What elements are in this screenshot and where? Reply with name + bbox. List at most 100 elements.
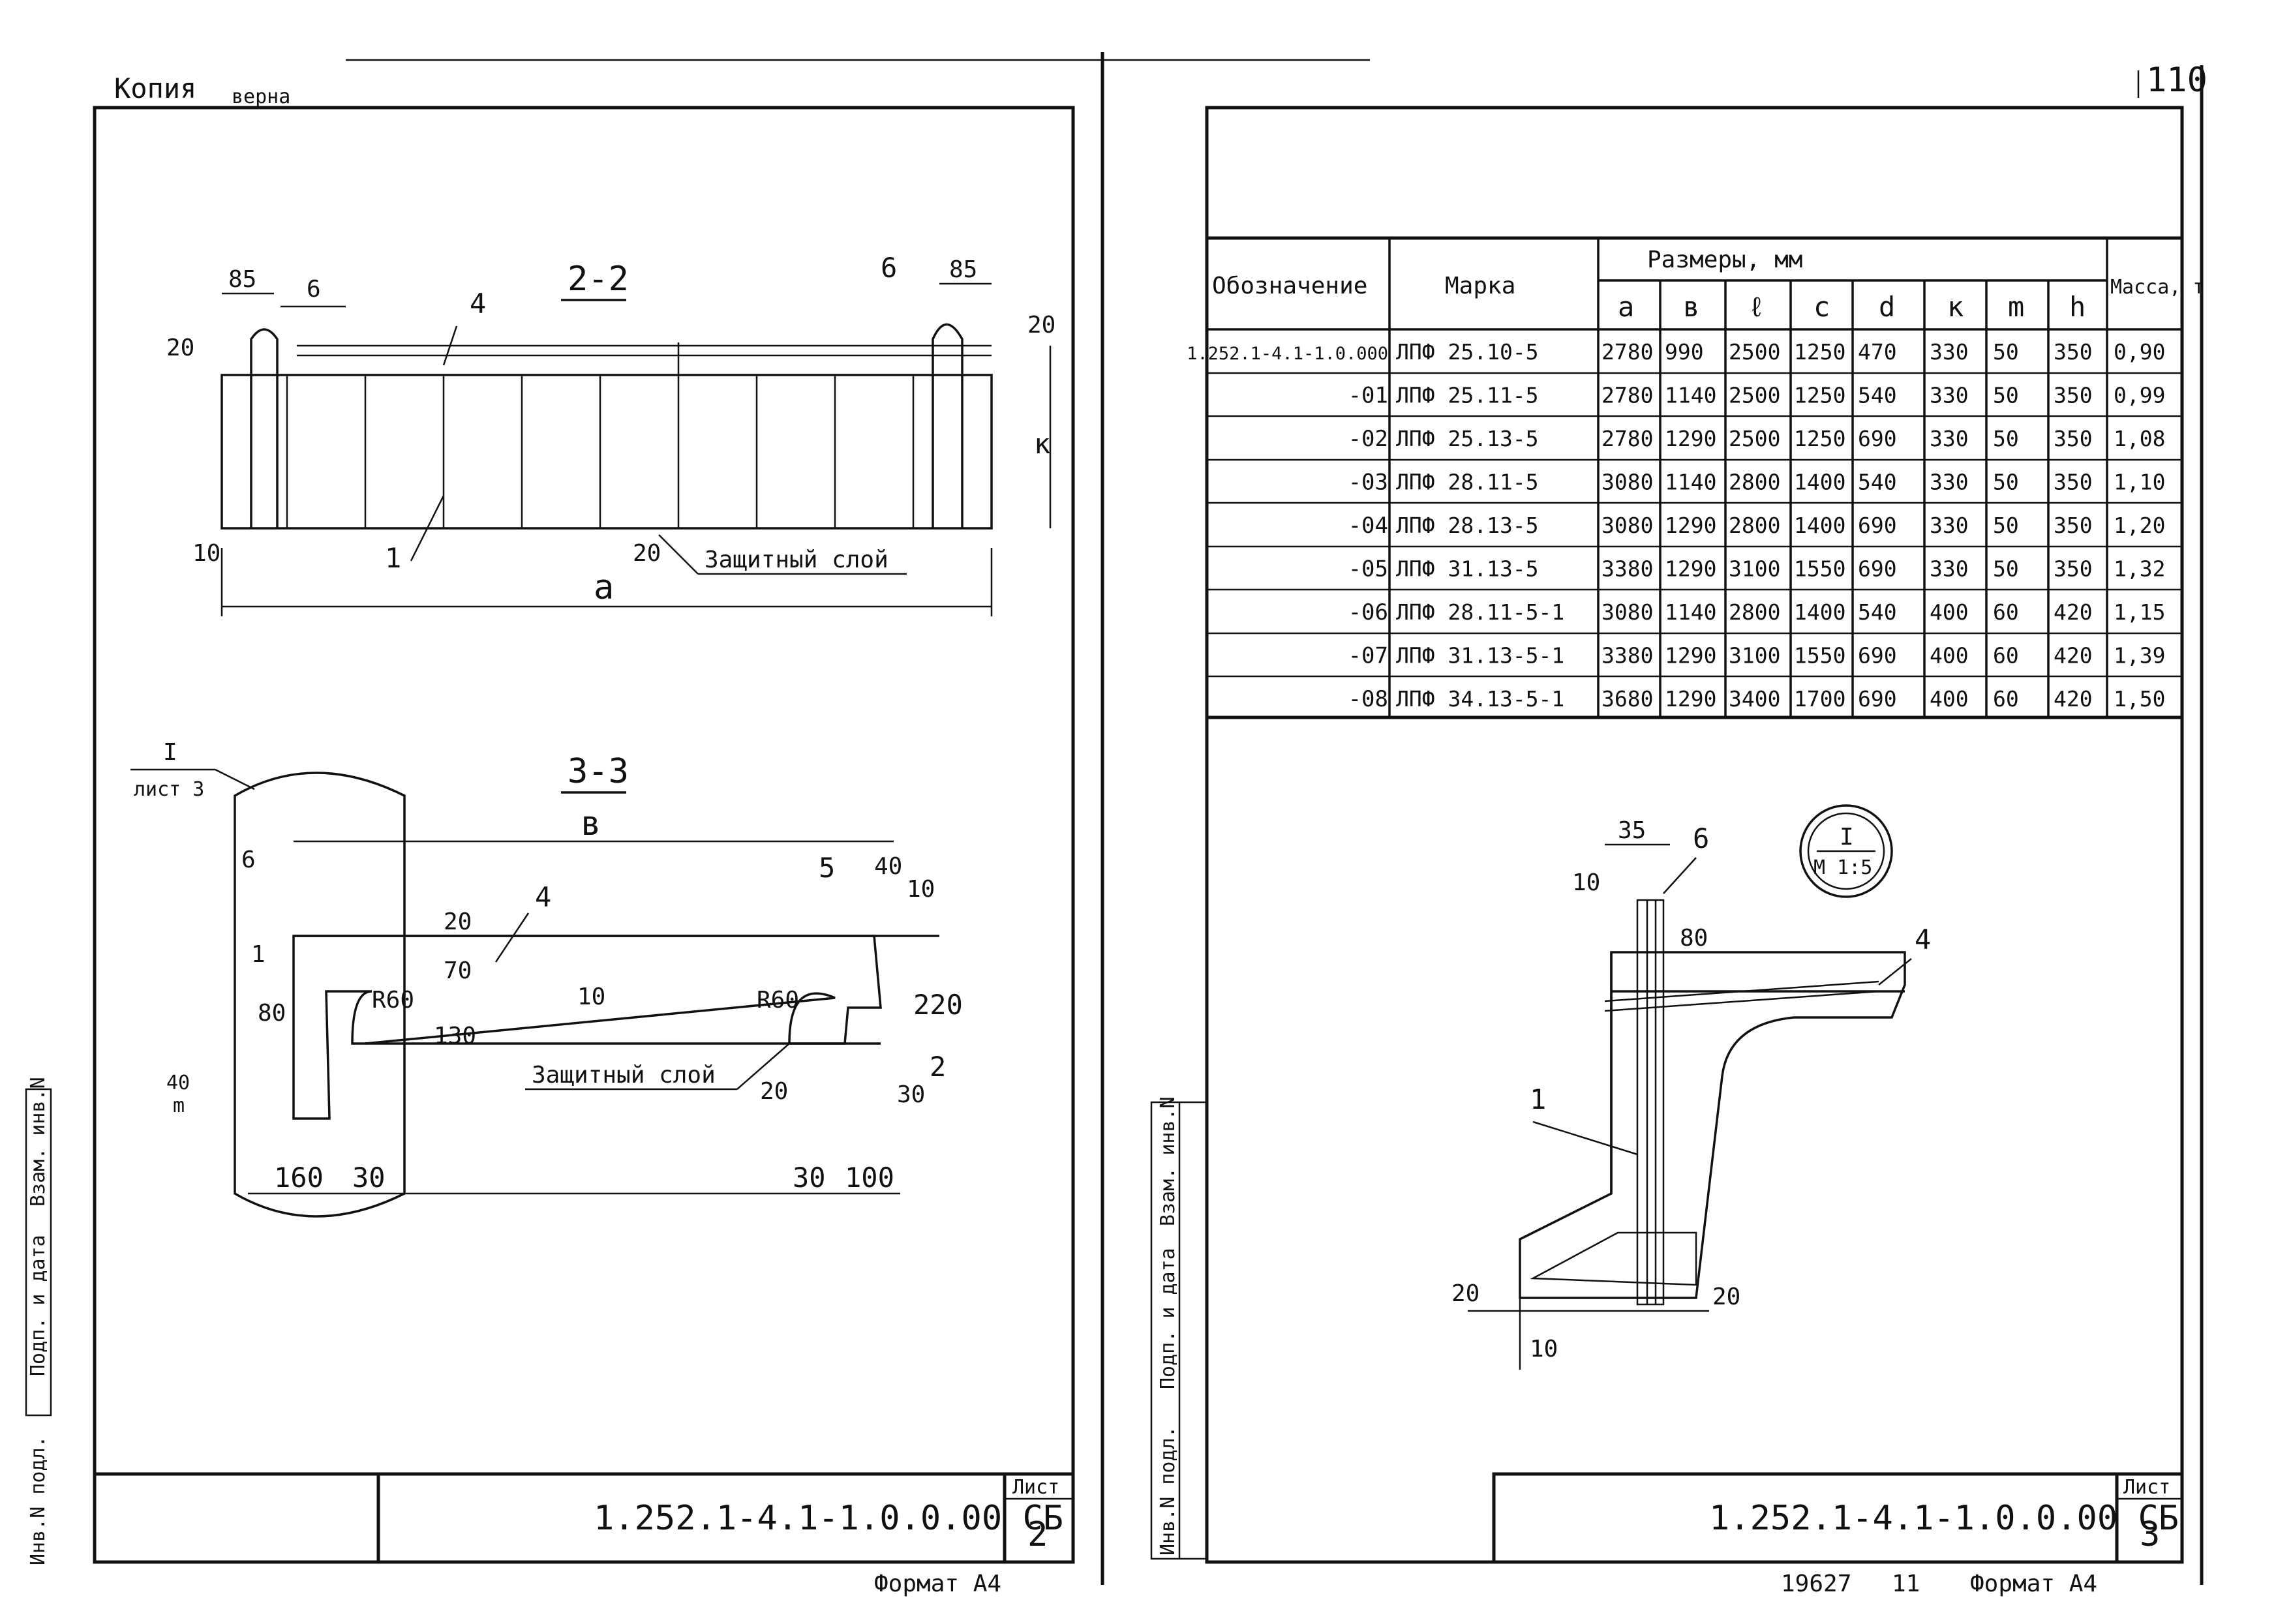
left-side-stamp-1: Взам. инв.N	[27, 1077, 50, 1207]
table-cell: 1,15	[2114, 599, 2165, 625]
detail-dim-20: 20	[1451, 1280, 1479, 1307]
dim-20: 20	[444, 909, 472, 935]
cover-label-3-3: Защитный слой	[532, 1062, 716, 1089]
table-cell: 1290	[1665, 426, 1716, 451]
radius-1: R60	[372, 987, 414, 1014]
table-cell: 330	[1930, 426, 1969, 451]
right-side-stamp-2: Подп. и дата	[1157, 1248, 1179, 1389]
table-cell: 50	[1993, 426, 2019, 451]
table-cell: 690	[1858, 686, 1897, 712]
table-cell-designation: -07	[1348, 643, 1388, 669]
table-cell-designation: -04	[1348, 513, 1388, 539]
table-cell: 3080	[1601, 599, 1653, 625]
table-cell: 1550	[1794, 556, 1845, 582]
profile-3-3	[292, 935, 882, 1120]
detail-callout-6: 6	[1693, 822, 1709, 854]
detail-dim-10: 10	[1572, 869, 1600, 896]
right-footer-num: 19627	[1781, 1571, 1851, 1597]
dim-a: а	[594, 568, 614, 607]
section-3-3: 3-3 I лист 3 в 40 10 20 70 130 220 10 80…	[130, 739, 963, 1218]
table-cell-mark: ЛПФ 31.13-5	[1396, 556, 1539, 582]
callout-6-left: 6	[307, 276, 321, 303]
table-cell-designation: -02	[1348, 426, 1388, 452]
table-cell: 400	[1930, 686, 1969, 712]
table-cell: 0,99	[2114, 383, 2165, 408]
dim-30c: 30	[897, 1081, 925, 1108]
detail-mark-circle	[1799, 804, 1893, 898]
table-frame	[1205, 236, 2184, 719]
dim-40b: 40	[166, 1072, 190, 1094]
table-cell: 50	[1993, 513, 2019, 538]
hdr-col-l: ℓ	[1748, 291, 1765, 323]
table-cell: 1290	[1665, 686, 1716, 712]
right-footer-num2: 11	[1892, 1571, 1920, 1597]
table-cell-mark: ЛПФ 28.13-5	[1396, 513, 1539, 538]
section-2-2-title: 2-2	[568, 260, 629, 299]
table-cell: 1,39	[2114, 643, 2165, 669]
right-side-stamp-3: Взам. инв.N	[1157, 1096, 1179, 1226]
table-cell: 1,32	[2114, 556, 2165, 582]
table-cell: 350	[2054, 556, 2093, 582]
table-cell: 50	[1993, 339, 2019, 365]
detail-slab	[1519, 951, 1906, 1299]
table-cell: 2800	[1729, 513, 1780, 538]
table-cell: 1,20	[2114, 513, 2165, 538]
detail-I: I М 1:5 35 10 80 20 20 10 6 4	[1451, 804, 1931, 1370]
table-cell: 400	[1930, 643, 1969, 669]
callout-4: 4	[535, 881, 551, 913]
section-2-2: 2-2 а	[166, 252, 1055, 616]
table-cell: 330	[1930, 556, 1969, 582]
table-cell: 1400	[1794, 599, 1845, 625]
hdr-col-b: в	[1683, 291, 1699, 323]
left-stamp-sheet-no: 2	[1027, 1515, 1048, 1554]
dim-160: 160	[274, 1162, 324, 1194]
left-sheet: 2-2 а	[25, 52, 1104, 1597]
left-side-stamp: Взам. инв.N Подп. и дата Инв.N подл.	[25, 1077, 52, 1565]
table-cell: 1140	[1665, 599, 1716, 625]
hdr-sizes: Размеры, мм	[1647, 247, 1802, 273]
table-cell-designation: -05	[1348, 556, 1388, 582]
table-cell: 1290	[1665, 513, 1716, 538]
detail-dim-20b: 20	[1712, 1284, 1740, 1310]
table-cell: 2800	[1729, 599, 1780, 625]
dim-10b: 10	[577, 984, 605, 1010]
right-sheet: Обозначение Марка Размеры, мм Масса, т a…	[1150, 65, 2205, 1597]
table-cell: 350	[2054, 513, 2093, 538]
right-stamp-sheet-no: 3	[2140, 1515, 2160, 1554]
table-cell: 690	[1858, 643, 1897, 669]
hdr-col-k: к	[1947, 291, 1964, 323]
dim-40: 40	[874, 853, 902, 880]
callout-1: 1	[251, 941, 266, 968]
loop-right	[932, 323, 963, 528]
table-cell-mark: ЛПФ 25.10-5	[1396, 339, 1539, 365]
table-cell-designation: 1.252.1-4.1-1.0.000	[1187, 344, 1388, 364]
table-cell: 1700	[1794, 686, 1845, 712]
hdr-col-a: a	[1618, 291, 1634, 323]
detail-dim-10b: 10	[1530, 1336, 1558, 1362]
table-cell-designation: -03	[1348, 470, 1388, 496]
ref-mark: I	[163, 739, 177, 766]
right-stamp-sheet-label: Лист	[2123, 1476, 2170, 1499]
cover-label-2-2: Защитный слой	[705, 547, 888, 573]
table-cell: 60	[1993, 599, 2019, 625]
table-cell: 1250	[1794, 383, 1845, 408]
dim-220: 220	[913, 989, 963, 1021]
callout-1: 1	[385, 542, 401, 574]
dim-10: 10	[192, 540, 220, 567]
detail-mark: I	[1840, 824, 1854, 850]
table-cell: 3100	[1729, 643, 1780, 669]
table-cell: 3380	[1601, 643, 1653, 669]
callout-2: 2	[930, 1051, 946, 1083]
callout-6-right: 6	[881, 252, 897, 284]
left-format: Формат А4	[874, 1571, 1001, 1597]
left-stamp: 1.252.1-4.1-1.0.0.00 СБ Лист 2	[93, 1472, 1075, 1564]
table-cell: 540	[1858, 470, 1897, 495]
table-cell-mark: ЛПФ 34.13-5-1	[1396, 686, 1564, 712]
table-cell-mark: ЛПФ 28.11-5	[1396, 470, 1539, 495]
detail-callout-1: 1	[1530, 1083, 1546, 1115]
table-cell: 3100	[1729, 556, 1780, 582]
table-cell: 1250	[1794, 339, 1845, 365]
table-cell: 420	[2054, 643, 2093, 669]
table-cell: 1250	[1794, 426, 1845, 451]
